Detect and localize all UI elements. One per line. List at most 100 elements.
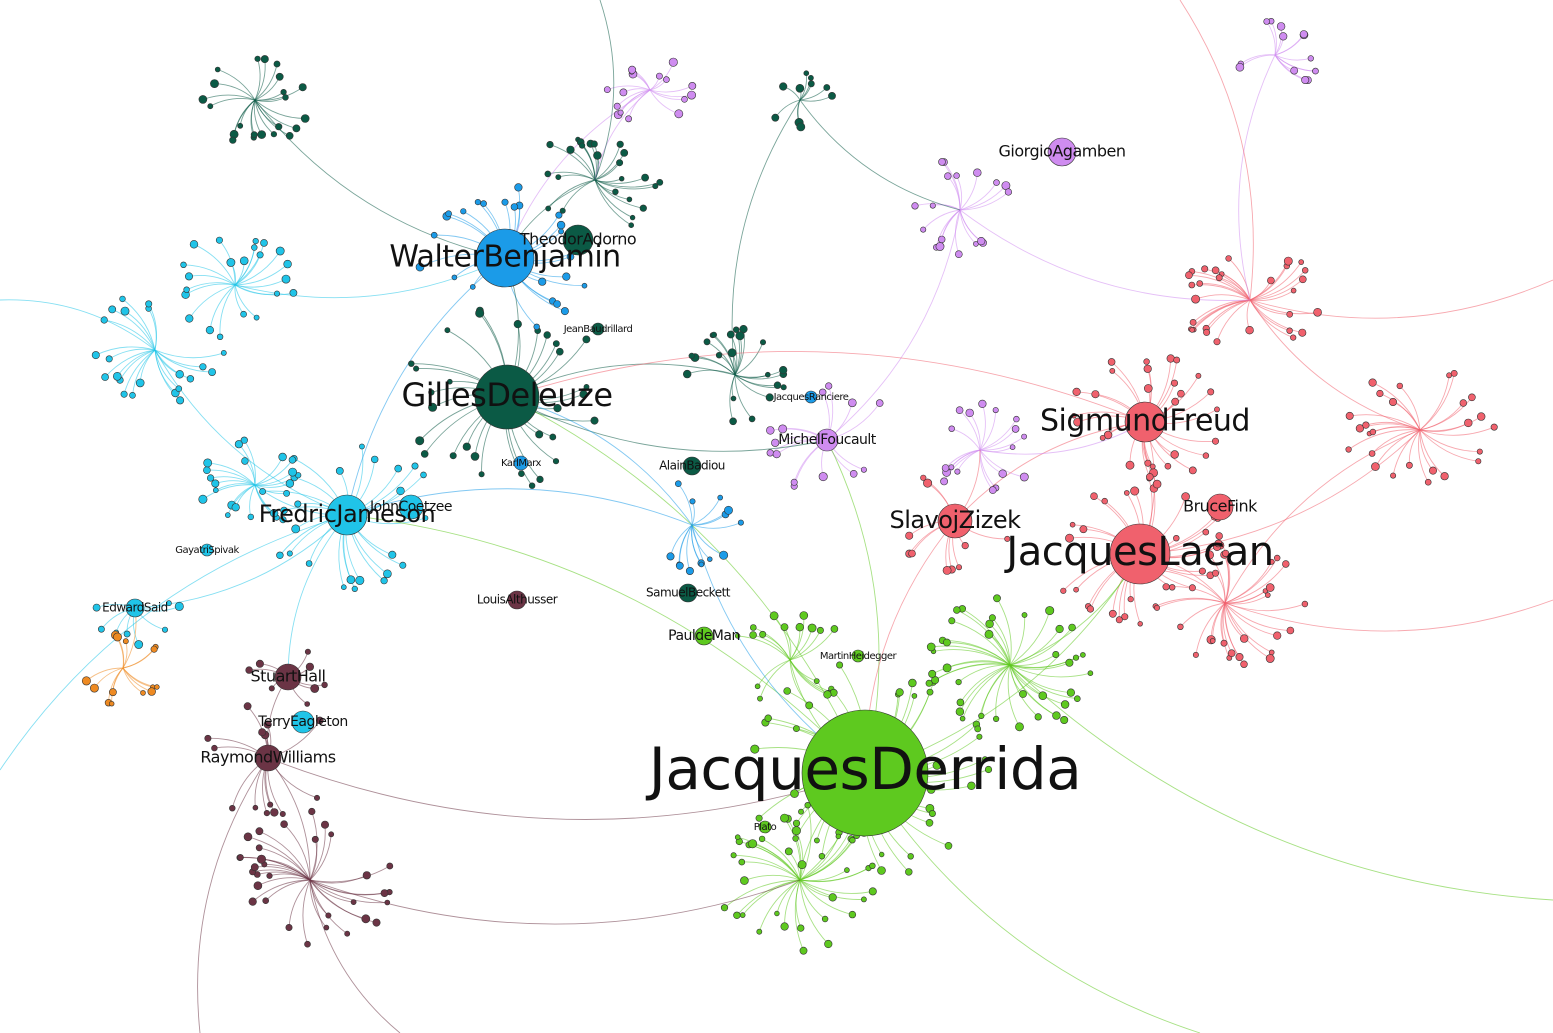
minor-node <box>340 584 347 591</box>
minor-node <box>663 76 670 83</box>
graph-edge <box>959 182 997 211</box>
minor-node <box>992 407 999 414</box>
minor-node <box>1034 713 1042 721</box>
minor-node <box>628 65 637 74</box>
minor-node <box>754 683 761 690</box>
graph-minor-nodes <box>81 18 1498 955</box>
minor-node <box>1052 711 1061 720</box>
node-agamben[interactable] <box>1047 137 1077 167</box>
node-zizek[interactable] <box>937 503 973 539</box>
minor-node <box>291 524 301 534</box>
minor-node <box>613 102 621 110</box>
minor-node <box>861 896 867 903</box>
minor-node <box>1189 318 1197 326</box>
node-fink[interactable] <box>1206 493 1234 521</box>
minor-node <box>988 614 996 622</box>
node-ranciere[interactable] <box>804 390 818 404</box>
graph-edge <box>1009 664 1066 705</box>
graph-edge <box>734 369 784 378</box>
node-baudrillard[interactable] <box>591 322 605 336</box>
node-beckett[interactable] <box>678 583 698 603</box>
node-adorno[interactable] <box>562 224 594 256</box>
graph-edge <box>119 349 156 381</box>
minor-node <box>759 630 767 638</box>
minor-node <box>940 477 948 486</box>
minor-node <box>1268 558 1275 565</box>
minor-node <box>685 566 694 575</box>
minor-node <box>835 833 841 840</box>
node-lacan[interactable] <box>1109 523 1171 585</box>
minor-node <box>1424 478 1432 486</box>
node-deleuze[interactable] <box>474 364 540 430</box>
minor-node <box>954 250 963 258</box>
graph-edge <box>1009 664 1553 901</box>
minor-node <box>243 832 253 842</box>
minor-node <box>907 853 914 860</box>
node-spivak[interactable] <box>200 543 214 557</box>
graph-edge <box>188 284 236 319</box>
minor-node <box>237 854 244 861</box>
minor-node <box>797 924 805 932</box>
minor-node <box>207 103 214 110</box>
graph-edge <box>687 369 736 376</box>
node-label-agamben: GiorgioAgamben <box>999 142 1126 161</box>
minor-node <box>1196 280 1203 287</box>
graph-edge <box>188 274 236 286</box>
minor-node <box>281 274 291 284</box>
minor-node <box>1101 497 1108 505</box>
node-plato[interactable] <box>758 820 772 834</box>
graph-edge <box>132 349 156 396</box>
minor-node <box>778 424 788 434</box>
minor-node <box>1368 378 1377 387</box>
graph-edge <box>234 250 281 286</box>
node-jameson[interactable] <box>326 494 368 536</box>
node-freud[interactable] <box>1124 401 1166 443</box>
minor-node <box>1019 690 1027 698</box>
node-eagleton[interactable] <box>291 710 315 734</box>
minor-node <box>1307 55 1314 62</box>
graph-edge <box>1249 299 1421 431</box>
minor-node <box>795 622 804 632</box>
minor-node <box>976 733 983 740</box>
minor-node <box>1209 638 1216 644</box>
minor-node <box>1055 624 1064 634</box>
minor-node <box>581 282 588 289</box>
node-althusser[interactable] <box>507 590 527 610</box>
minor-node <box>1137 621 1143 627</box>
minor-node <box>748 415 756 423</box>
node-heidegger[interactable] <box>851 649 865 663</box>
node-benjamin[interactable] <box>475 228 535 288</box>
minor-node <box>1066 688 1075 697</box>
node-coetzee[interactable] <box>398 494 424 520</box>
node-hall[interactable] <box>274 663 302 691</box>
minor-node <box>748 839 758 849</box>
minor-node <box>251 244 258 251</box>
minor-node <box>210 79 219 88</box>
node-said[interactable] <box>125 598 145 618</box>
node-badiou[interactable] <box>682 456 702 476</box>
minor-node <box>779 366 788 375</box>
node-williams[interactable] <box>254 744 282 772</box>
node-foucault[interactable] <box>815 428 839 452</box>
node-label-heidegger: MartinHeidegger <box>820 651 898 662</box>
minor-node <box>1168 584 1176 591</box>
minor-node <box>1345 446 1352 453</box>
minor-node <box>1267 276 1275 285</box>
minor-node <box>992 715 1000 723</box>
minor-node <box>208 368 216 376</box>
node-derrida[interactable] <box>801 709 929 837</box>
graph-edge <box>202 94 256 101</box>
minor-node <box>205 326 214 335</box>
minor-node <box>1301 600 1309 608</box>
minor-node <box>1211 266 1220 275</box>
graph-edge <box>1249 290 1294 302</box>
minor-node <box>860 466 867 473</box>
minor-node <box>771 438 780 447</box>
node-demann[interactable] <box>694 626 714 646</box>
minor-node <box>1195 372 1202 379</box>
minor-node <box>1475 458 1482 465</box>
node-marx[interactable] <box>513 455 529 471</box>
graph-edge <box>122 667 157 688</box>
minor-node <box>478 471 485 478</box>
